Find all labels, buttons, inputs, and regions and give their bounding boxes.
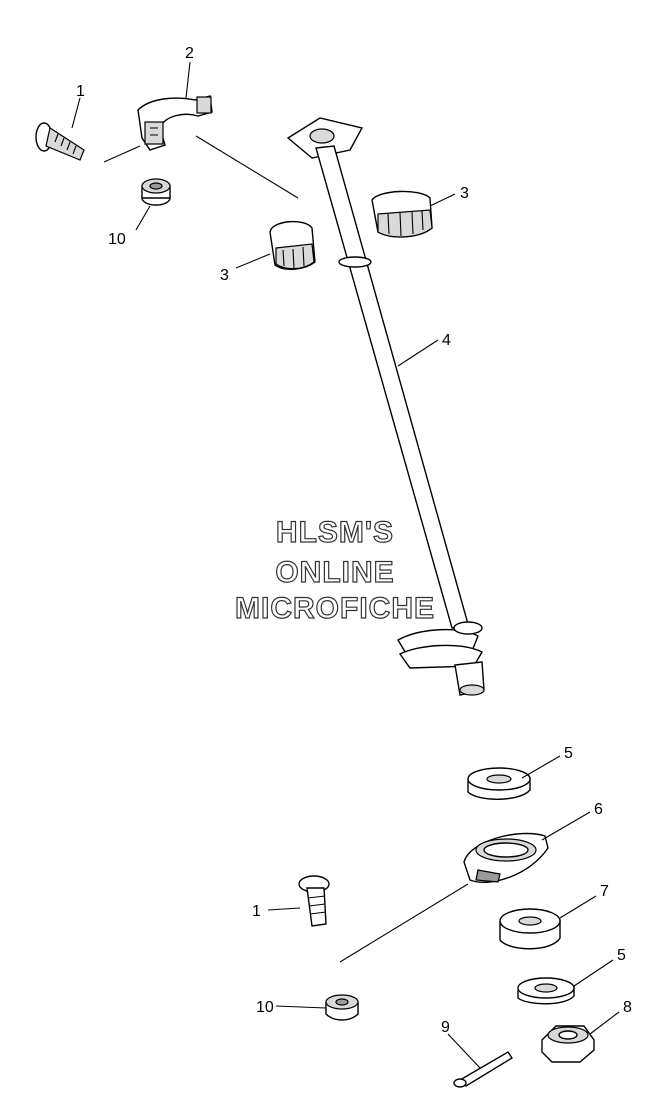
callout-4: 4 [442, 332, 451, 349]
clamp-bracket [137, 95, 213, 151]
callout-9: 9 [441, 1019, 450, 1036]
leader-lines [71, 61, 620, 1069]
callout-3-right: 3 [460, 185, 469, 202]
callout-10-bottom: 10 [256, 999, 274, 1016]
steering-shaft [286, 117, 485, 696]
callout-6: 6 [594, 801, 603, 818]
bearing-flange [463, 832, 549, 884]
washer-lower [517, 977, 575, 1005]
watermark-line-3: MICROFICHE [235, 592, 435, 625]
callout-7: 7 [600, 883, 609, 900]
watermark-line-1: HLSM'S [276, 516, 394, 549]
callout-1-bottom: 1 [252, 903, 261, 920]
callout-3-left: 3 [220, 267, 229, 284]
hex-nut [541, 1025, 595, 1063]
carriage-bolt-bottom [298, 875, 330, 927]
assembly-lines [103, 135, 469, 963]
callout-1-top: 1 [76, 83, 85, 100]
watermark-line-2: ONLINE [275, 556, 394, 589]
cotter-pin [453, 1051, 513, 1088]
washer-upper [467, 767, 531, 800]
spacer [499, 908, 561, 950]
callout-8: 8 [623, 999, 632, 1016]
callout-5-upper: 5 [564, 745, 573, 762]
callout-2: 2 [185, 45, 194, 62]
flange-nut-bottom [325, 994, 359, 1021]
bushing-half-right [371, 190, 433, 238]
callout-10-top: 10 [108, 231, 126, 248]
carriage-bolt-top [35, 122, 85, 161]
bushing-half-left [269, 221, 316, 270]
flange-nut-top [141, 178, 171, 206]
callout-5-lower: 5 [617, 947, 626, 964]
